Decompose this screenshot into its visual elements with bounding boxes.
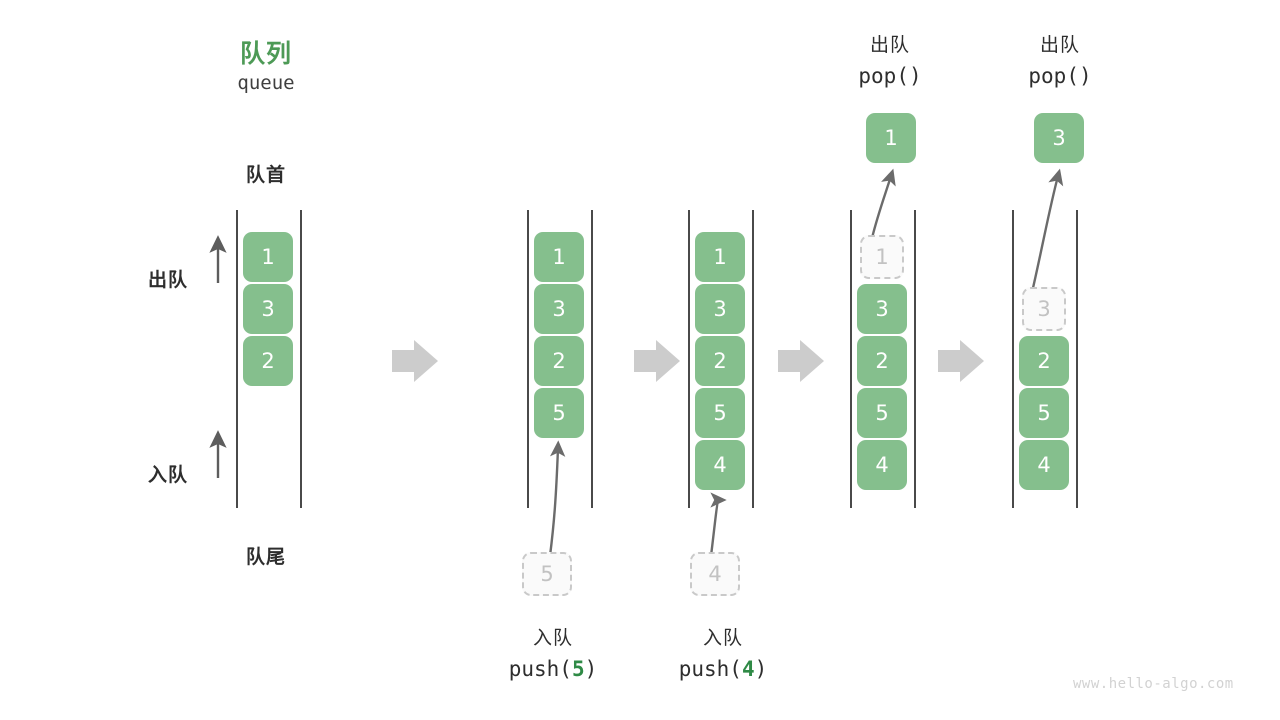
pop-3-label-code: pop() [1028,64,1092,88]
queue-cell: 2 [1019,336,1069,386]
queue-cell-removed: 1 [860,235,904,279]
page-title-code: queue [237,72,295,94]
queue-rail-left [1012,210,1014,508]
queue-cell: 5 [857,388,907,438]
push-4-label-code: push(4) [653,657,793,681]
push-5-label-cn: 入队 [532,627,573,649]
pop-1-motion-arrow [870,168,896,239]
popped-element: 3 [1034,113,1084,163]
queue-cell: 2 [857,336,907,386]
queue-rail-left [236,210,238,508]
push-5-label-code: push(5) [483,657,623,681]
queue-rail-left [688,210,690,508]
queue-rail-right [1076,210,1078,508]
push-4-code-suffix: ) [754,657,768,681]
enqueue-side-label: 入队 [148,464,189,486]
push-4-label-cn: 入队 [702,627,743,649]
rear-label: 队尾 [245,546,286,568]
pop-1-label-cn: 出队 [869,34,910,56]
push-4-code-arg: 4 [741,657,755,681]
push-4-motion-arrow [709,492,727,557]
queue-cell: 2 [243,336,293,386]
push-5-code-arg: 5 [571,657,585,681]
queue-rail-left [527,210,529,508]
transition-arrow-3 [778,340,824,382]
page-title-cn: 队列 [239,39,292,68]
queue-cell: 3 [534,284,584,334]
queue-cell-new: 4 [695,440,745,490]
queue-cell: 5 [1019,388,1069,438]
queue-rail-left [850,210,852,508]
queue-cell: 3 [243,284,293,334]
queue-cell: 4 [1019,440,1069,490]
queue-cell: 3 [857,284,907,334]
queue-cell-removed: 3 [1022,287,1066,331]
transition-arrow-4 [938,340,984,382]
queue-cell: 1 [695,232,745,282]
push-5-motion-arrow [548,440,566,557]
pop-3-label-cn: 出队 [1039,34,1080,56]
transition-arrow-1 [392,340,438,382]
queue-rail-right [300,210,302,508]
push-5-code-suffix: ) [584,657,598,681]
pop-1-label-code: pop() [858,64,922,88]
popped-element: 1 [866,113,916,163]
push-5-code-prefix: push( [508,657,572,681]
push-4-code-prefix: push( [678,657,742,681]
incoming-element-ghost: 5 [522,552,572,596]
queue-cell: 5 [695,388,745,438]
queue-cell-new: 5 [534,388,584,438]
transition-arrow-2 [634,340,680,382]
queue-cell: 1 [243,232,293,282]
dequeue-side-label: 出队 [148,269,189,291]
incoming-element-ghost: 4 [690,552,740,596]
queue-cell: 4 [857,440,907,490]
queue-rail-right [914,210,916,508]
queue-cell: 3 [695,284,745,334]
queue-rail-right [591,210,593,508]
front-label: 队首 [245,164,286,186]
queue-cell: 1 [534,232,584,282]
site-watermark: www.hello-algo.com [1073,676,1234,692]
pop-3-motion-arrow [1031,168,1064,289]
queue-cell: 2 [534,336,584,386]
queue-cell: 2 [695,336,745,386]
queue-rail-right [752,210,754,508]
